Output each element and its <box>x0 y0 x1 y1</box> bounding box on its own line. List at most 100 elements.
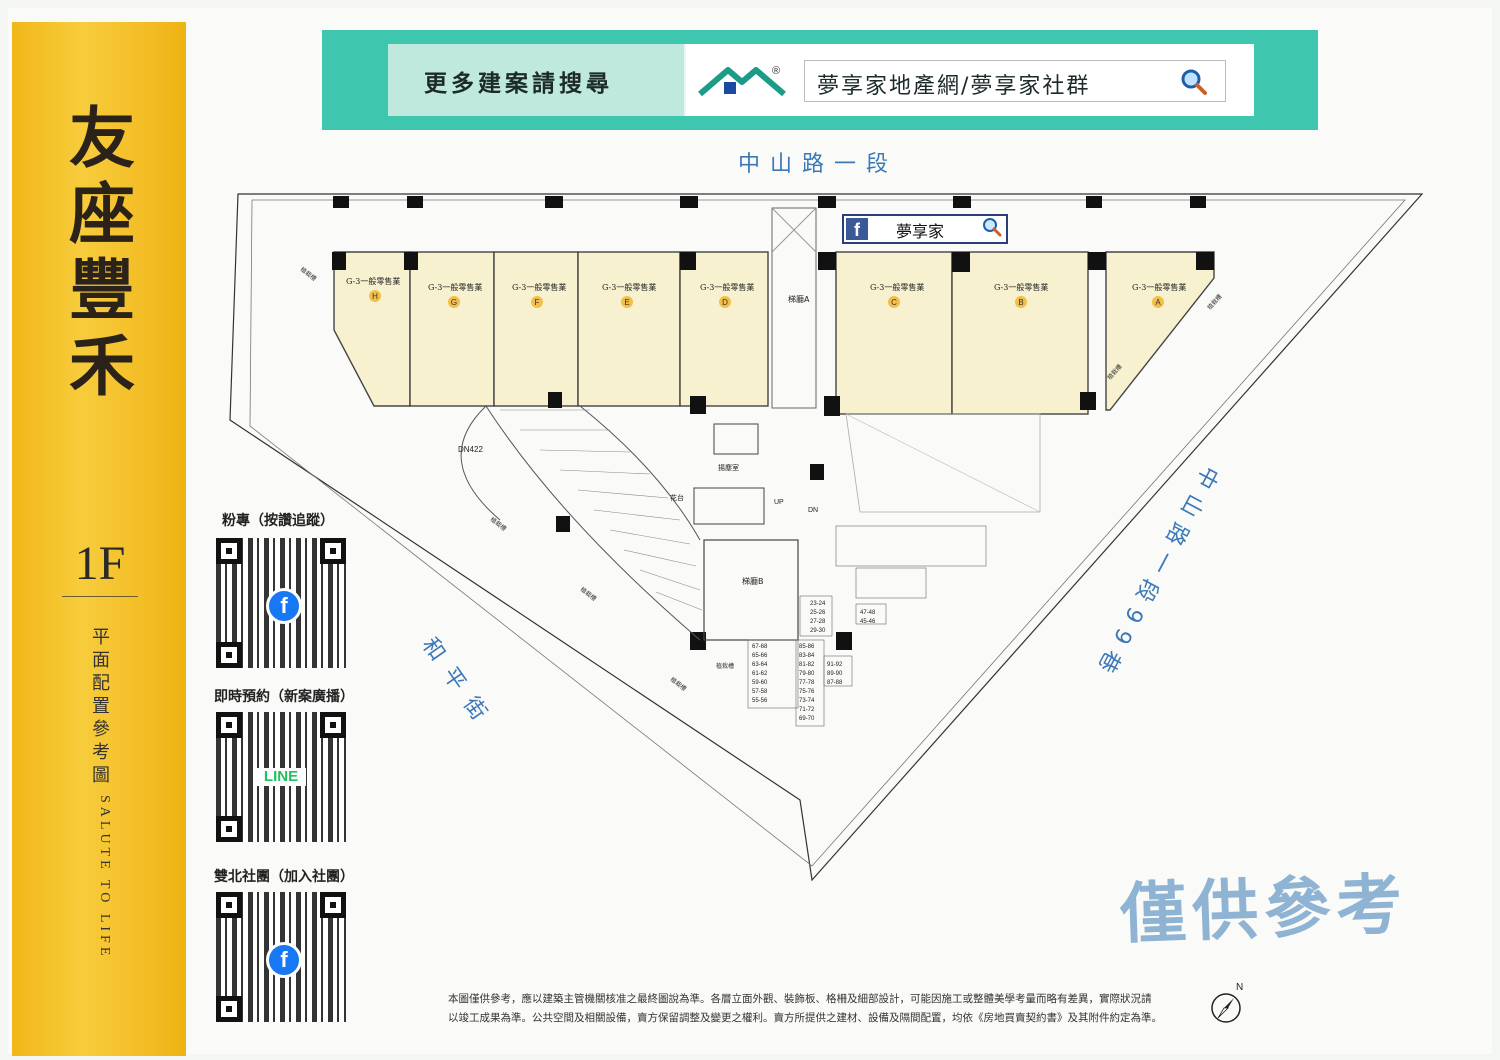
brand-sidebar <box>12 22 186 1056</box>
parking-slot: 77-78 <box>799 680 815 686</box>
qr-code-fanpage[interactable]: f <box>216 538 346 668</box>
search-icon <box>983 218 1002 237</box>
plan-title-char: 置 <box>92 696 110 717</box>
registered-mark: ® <box>772 65 780 77</box>
unit-id-g: G <box>451 298 457 307</box>
planter-label: 植栽槽 <box>716 662 734 670</box>
disclaimer: 本圖僅供參考，應以建築主管機關核准之最終圖說為準。各層立面外觀、裝飾板、格柵及細… <box>448 990 1198 1028</box>
brand-char: 友 <box>69 99 135 177</box>
floor-label: 1F <box>74 537 126 590</box>
street-label-north: 中山路一段 <box>738 152 899 177</box>
qr-code-group[interactable]: f <box>216 892 346 1022</box>
divider <box>62 596 138 597</box>
unit-label-c: G-3一般零售業 <box>870 282 924 292</box>
unit-a <box>1105 251 1215 411</box>
planter-label: 植栽槽 <box>489 515 508 532</box>
unit-id-h: H <box>372 292 378 301</box>
qr-finder <box>320 538 346 564</box>
unit-label-b: G-3一般零售業 <box>994 282 1048 292</box>
unit-label-d: G-3一般零售業 <box>700 282 754 292</box>
planter-label: 植栽槽 <box>669 675 688 692</box>
disclaimer-line: 本圖僅供參考，應以建築主管機關核准之最終圖說為準。各層立面外觀、裝飾板、格柵及細… <box>448 993 1152 1005</box>
parking-grid <box>747 525 987 727</box>
parking-slot: 79-80 <box>799 671 815 677</box>
search-box[interactable]: 夢享家地產網/夢享家社群 <box>804 60 1226 102</box>
site-boundary <box>229 193 1424 882</box>
unit-g <box>409 251 495 407</box>
qr-label-line: 即時預約（新案廣播） <box>214 689 354 705</box>
parking-slot: 57-58 <box>752 689 768 695</box>
qr-code-line[interactable]: LINE <box>216 712 346 842</box>
qr-finder <box>216 816 242 842</box>
unit-id-e: E <box>624 298 629 307</box>
unit-badges: H G F E D C B A <box>369 290 1164 308</box>
qr-finder <box>216 712 242 738</box>
parking-slot: 75-76 <box>799 689 815 695</box>
parking-slot: 23-24 <box>810 601 826 607</box>
page-background <box>8 8 1492 1054</box>
parking-slot: 67-68 <box>752 644 768 650</box>
plan-title-char: 考 <box>92 742 110 763</box>
plan-title-char: 參 <box>92 719 110 740</box>
parking-slot: 55-56 <box>752 698 768 704</box>
plan-title-char: 圖 <box>92 765 110 786</box>
compass-north-label: N <box>1236 982 1243 993</box>
stair-hall-a <box>771 207 817 409</box>
brand-logo: 友 座 豐 禾 <box>62 100 142 404</box>
unit-f <box>493 251 579 407</box>
unit-label-h: G-3一般零售業 <box>346 276 400 286</box>
parking-labels: 67-68 65-66 63-64 61-62 59-60 57-58 55-5… <box>752 601 876 722</box>
parking-slot: 71-72 <box>799 707 815 713</box>
parking-slot: 47-48 <box>860 610 876 616</box>
qr-finder <box>216 642 242 668</box>
qr-label-group: 雙北社團（加入社團） <box>214 869 354 885</box>
parking-slot: 83-84 <box>799 653 815 659</box>
unit-label-f: G-3一般零售業 <box>512 282 566 292</box>
banner-text: 更多建案請搜尋 <box>424 71 613 97</box>
unit-labels: G-3一般零售業 G-3一般零售業 G-3一般零售業 G-3一般零售業 G-3一… <box>346 276 1186 292</box>
unit-id-c: C <box>891 298 897 307</box>
banner-left-panel <box>388 44 684 116</box>
unit-id-a: A <box>1155 298 1161 307</box>
garden-label: 花台 <box>670 493 684 502</box>
parking-slot: 65-66 <box>752 653 768 659</box>
reference-only-stamp: 僅供參考 <box>1118 864 1410 953</box>
unit-c <box>835 251 953 415</box>
brand-char: 座 <box>69 175 135 253</box>
ramp-lines <box>500 409 703 611</box>
qr-finder <box>216 892 242 918</box>
elevator <box>693 487 765 525</box>
plan-subtitle: SALUTE TO LIFE <box>97 795 112 960</box>
parking-slot: 45-46 <box>860 619 876 625</box>
planter-label: 植栽槽 <box>579 585 598 602</box>
plan-title-char: 平 <box>92 627 110 648</box>
unit-id-d: D <box>722 298 728 307</box>
compass-icon: N <box>1211 982 1243 1023</box>
plan-title: 平 面 配 置 參 考 圖 SALUTE TO LIFE <box>90 626 112 959</box>
unit-label-g: G-3一般零售業 <box>428 282 482 292</box>
parking-slot: 63-64 <box>752 662 768 668</box>
brand-char: 豐 <box>69 251 135 329</box>
parking-slot: 87-88 <box>827 680 843 686</box>
plan-title-char: 面 <box>92 650 110 671</box>
stair-hall-b <box>703 539 799 641</box>
ramp-label: DN422 <box>458 445 483 454</box>
planter-label: 植栽槽 <box>299 265 318 282</box>
site-inner-boundary <box>249 199 1406 867</box>
up-label: UP <box>774 499 784 506</box>
unit-columns <box>332 252 1214 650</box>
columns <box>333 196 1206 208</box>
parking-slot: 27-28 <box>810 619 826 625</box>
facebook-tag-label: 夢享家 <box>896 222 945 241</box>
planter-label: 植栽槽 <box>1206 293 1224 312</box>
parking-slot: 91-92 <box>827 662 843 668</box>
unit-d <box>679 251 769 407</box>
down-label: DN <box>808 507 818 514</box>
parking-slot: 61-62 <box>752 671 768 677</box>
parking-slot: 81-82 <box>799 662 815 668</box>
trash-room-label: 揚塵室 <box>718 463 739 472</box>
parking-slot: 29-30 <box>810 628 826 634</box>
parking-slot: 25-26 <box>810 610 826 616</box>
facebook-tag[interactable]: f 夢享家 <box>842 214 1008 244</box>
